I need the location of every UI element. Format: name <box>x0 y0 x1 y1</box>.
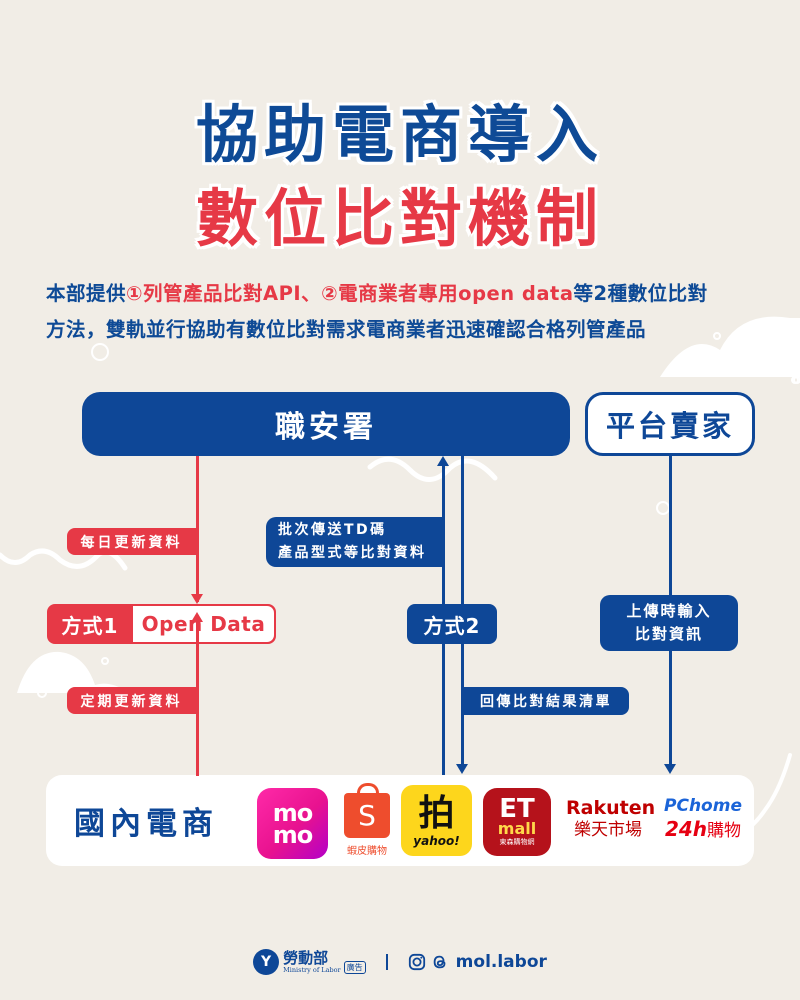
shopee-glyph: S <box>358 799 376 832</box>
intro-line1: 本部提供①列管產品比對API、②電商業者專用open data等2種數位比對 <box>46 276 786 312</box>
batch-send-tag: 批次傳送TD碼 產品型式等比對資料 <box>266 517 442 567</box>
method2-badge: 方式2 <box>407 604 497 644</box>
pchome-24h: 24h <box>664 817 708 841</box>
page-title-line2: 數位比對機制 <box>195 182 604 255</box>
domestic-ecommerce-label: 國內電商 <box>74 806 218 842</box>
pchome-shopping: 購物 <box>707 821 742 841</box>
threads-icon[interactable] <box>431 953 449 971</box>
domestic-ecommerce-card: 國內電商 mo mo S 蝦皮購物 拍 yahoo! ET mall 東森購物網… <box>46 775 754 866</box>
shopping-bag-icon: S <box>344 783 390 838</box>
shopee-logo: S 蝦皮購物 <box>339 783 395 857</box>
arrow-up-icon <box>437 456 449 466</box>
pchome-text-en: PChome <box>664 796 742 816</box>
intro-seg3: 等2種數位比對 <box>573 282 708 305</box>
footer: Y 勞動部 Ministry of Labor 廣告 mol.labor <box>0 947 800 977</box>
yahoo-glyph: 拍 <box>418 792 455 834</box>
seller-box: 平台賣家 <box>585 392 755 456</box>
upload-info-line1: 上傳時輸入 <box>626 602 712 620</box>
method1-badge: 方式1 Open Data <box>47 604 276 644</box>
etmall-text-et: ET <box>499 794 535 824</box>
footer-divider <box>385 954 388 970</box>
intro-highlight: ①列管產品比對API、②電商業者專用open data <box>126 282 574 305</box>
periodic-update-tag: 定期更新資料 <box>67 687 196 714</box>
method1-line-top <box>196 456 199 602</box>
pchome-logo: PChome 24h購物 <box>658 795 748 843</box>
etmall-caption: 東森購物網 <box>499 838 535 846</box>
rakuten-text-cn: 樂天市場 <box>574 820 642 840</box>
etmall-logo: ET mall 東森購物網 <box>483 788 551 856</box>
arrow-up-icon <box>191 612 203 622</box>
open-data-label: Open Data <box>133 606 274 642</box>
rakuten-logo: Rakuten 樂天市場 <box>566 797 656 841</box>
intro-line2: 方法，雙軌並行協助有數位比對需求電商業者迅速確認合格列管產品 <box>46 318 647 341</box>
instagram-icon[interactable] <box>408 953 426 971</box>
daily-update-tag: 每日更新資料 <box>67 528 196 555</box>
ministry-name-en: Ministry of Labor <box>283 966 341 974</box>
batch-send-line2: 產品型式等比對資料 <box>278 545 427 561</box>
page-title-line1: 協助電商導入 <box>195 98 604 171</box>
pchome-text-cn: 24h購物 <box>658 817 748 843</box>
batch-send-line1: 批次傳送TD碼 <box>278 522 387 538</box>
intro-paragraph: 本部提供①列管產品比對API、②電商業者專用open data等2種數位比對 方… <box>46 276 786 348</box>
momo-text-bottom: mo <box>272 820 313 849</box>
ad-badge: 廣告 <box>343 960 366 974</box>
yahoo-caption: yahoo! <box>413 833 460 848</box>
arrow-down-icon <box>456 764 468 774</box>
social-handle[interactable]: mol.labor <box>455 952 547 972</box>
etmall-text-mall: mall <box>497 819 537 838</box>
arrow-down-icon <box>191 594 203 604</box>
return-results-tag: 回傳比對結果清單 <box>463 687 629 715</box>
method1-label: 方式1 <box>61 613 119 638</box>
momo-logo: mo mo <box>257 788 328 859</box>
method1-line-bottom <box>196 620 199 776</box>
upload-info-box: 上傳時輸入 比對資訊 <box>600 595 738 651</box>
arrow-down-icon <box>664 764 676 774</box>
agency-box: 職安署 <box>82 392 570 456</box>
ministry-name-cn: 勞動部 <box>283 949 329 967</box>
intro-seg1: 本部提供 <box>46 282 127 305</box>
upload-info-line2: 比對資訊 <box>634 625 703 643</box>
rakuten-text-en: Rakuten <box>566 797 656 819</box>
shopee-caption: 蝦皮購物 <box>347 846 387 857</box>
momo-text-top: mo <box>272 798 313 827</box>
ministry-emblem-icon: Y <box>253 949 280 975</box>
yahoo-auction-logo: 拍 yahoo! <box>401 785 472 856</box>
ministry-logo: Y 勞動部 Ministry of Labor 廣告 <box>253 949 366 975</box>
social-handles: mol.labor <box>408 952 547 972</box>
